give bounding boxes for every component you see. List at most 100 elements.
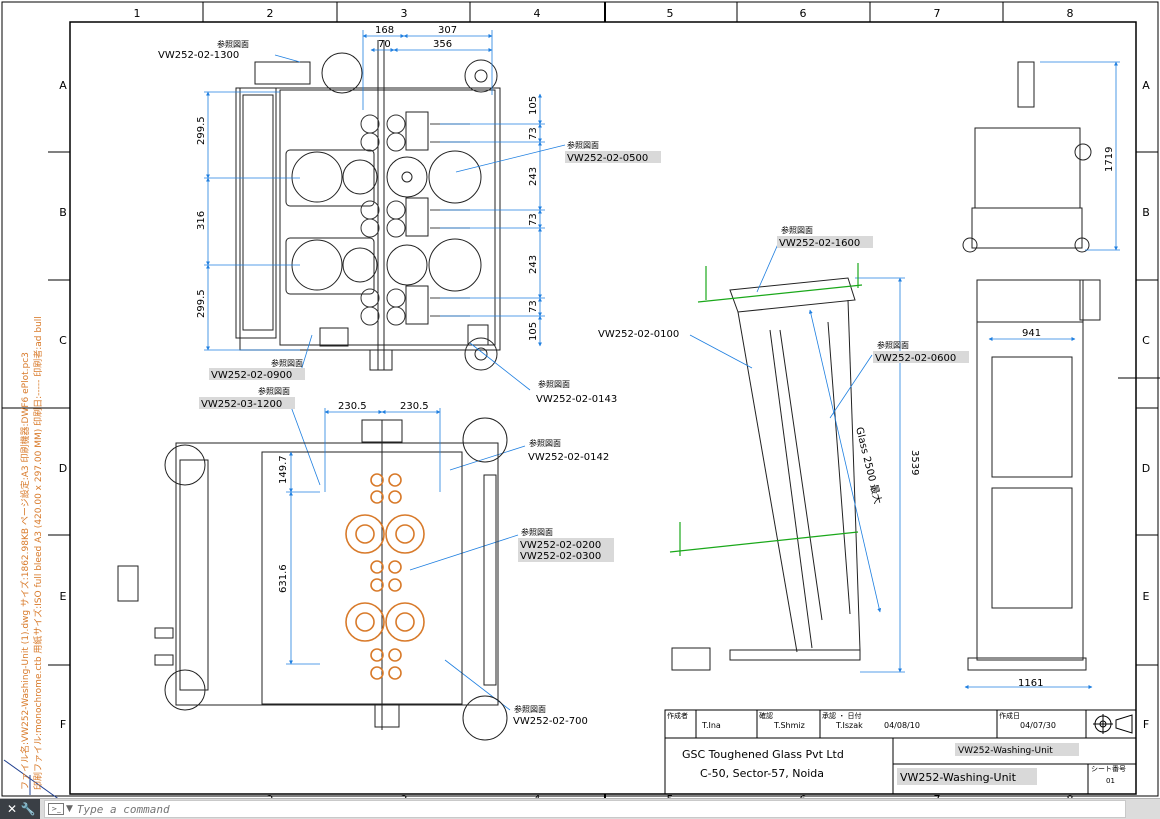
grid-row-b: B xyxy=(59,206,67,219)
ref-label-1300: 参照図面 xyxy=(217,39,249,49)
ref-label-700: 参照図面 xyxy=(514,704,546,714)
side-view-green-marks xyxy=(669,263,863,556)
dim-105a: 105 xyxy=(528,96,539,115)
corner-marker-icon xyxy=(3,759,61,801)
drawing-name: VW252-Washing-Unit xyxy=(900,771,1017,784)
ref-label-0200: 参照図面 xyxy=(521,527,553,537)
dim-316: 316 xyxy=(196,211,207,230)
dim-73c: 73 xyxy=(528,300,539,313)
ref-0600: VW252-02-0600 xyxy=(875,353,956,364)
ref-1300: VW252-02-1300 xyxy=(158,50,239,61)
ref-0100: VW252-02-0100 xyxy=(598,329,679,340)
dim-73b: 73 xyxy=(528,213,539,226)
dim-73a: 73 xyxy=(528,127,539,140)
grid-row-a-right: A xyxy=(1142,79,1150,92)
ref-0143: VW252-02-0143 xyxy=(536,394,617,405)
plot-info-line1: ファイル名:VW252-Washing-Unit (1).dwg サイズ:186… xyxy=(19,352,31,790)
ref-label-0142: 参照図面 xyxy=(529,438,561,448)
ref-label-0600: 参照図面 xyxy=(877,340,909,350)
dim-149-7: 149.7 xyxy=(278,455,289,484)
title-block xyxy=(664,709,1137,795)
dim-299-5b: 299.5 xyxy=(196,289,207,318)
grid-row-e-right: E xyxy=(1143,590,1150,603)
command-input[interactable] xyxy=(76,802,977,816)
reference-labels: 参照図面 VW252-02-1300 参照図面 VW252-02-0500 参照… xyxy=(158,39,969,727)
grid-col-8: 8 xyxy=(1067,7,1074,20)
sheet-number: 01 xyxy=(1106,777,1115,785)
grid-row-d-right: D xyxy=(1142,462,1150,475)
close-icon[interactable]: ✕ xyxy=(6,802,18,816)
customize-wrench-icon[interactable]: 🔧 xyxy=(20,802,36,816)
right-elevation-dim-text: 1719 941 1161 xyxy=(1018,147,1115,689)
right-top-elevation xyxy=(962,61,1092,253)
ref-0500: VW252-02-0500 xyxy=(567,153,648,164)
bottom-view-dim-text: 230.5 230.5 149.7 631.6 xyxy=(278,401,429,593)
ref-label-0143: 参照図面 xyxy=(538,379,570,389)
command-line-bar: ✕ 🔧 >_ ▼ xyxy=(0,798,1160,819)
grid-row-f: F xyxy=(60,718,66,731)
ref-label-1200: 参照図面 xyxy=(258,386,290,396)
plot-info-sidebar: ファイル名:VW252-Washing-Unit (1).dwg サイズ:186… xyxy=(19,316,44,790)
dim-631-6: 631.6 xyxy=(278,564,289,593)
top-plan-view xyxy=(235,40,501,371)
command-input-wrapper: >_ ▼ xyxy=(44,800,1126,818)
ref-1200: VW252-03-1200 xyxy=(201,399,282,410)
right-elevation-dims xyxy=(964,61,1120,689)
grid-col-6: 6 xyxy=(800,7,807,20)
top-view-dimensions xyxy=(204,30,566,711)
bottom-view-highlight xyxy=(345,473,425,680)
approved-label: 承認 ・ 日付 xyxy=(822,711,861,720)
dim-168: 168 xyxy=(375,25,394,36)
grid-row-f-right: F xyxy=(1143,718,1149,731)
approved-date: 04/08/10 xyxy=(884,721,920,730)
dim-70: 70 xyxy=(378,39,391,50)
glass-dim: Glass 2500 最大 xyxy=(853,426,885,506)
ref-1600: VW252-02-1600 xyxy=(779,238,860,249)
grid-col-5: 5 xyxy=(667,7,674,20)
plot-info-line2: 印刷ファイル:monochrome.ctb 用紙サイズ:ISO full ble… xyxy=(32,316,44,790)
dim-243a: 243 xyxy=(528,167,539,186)
bottom-view-dims xyxy=(286,408,441,665)
company-line2: C-50, Sector-57, Noida xyxy=(700,767,824,780)
dim-356: 356 xyxy=(433,39,452,50)
grid-row-b-right: B xyxy=(1142,206,1150,219)
ref-700: VW252-02-700 xyxy=(513,716,588,727)
dim-1161: 1161 xyxy=(1018,678,1043,689)
grid-row-labels: A B C D E F A B C D E F xyxy=(59,79,1150,731)
grid-row-e: E xyxy=(60,590,67,603)
grid-col-4: 4 xyxy=(534,7,541,20)
approved-name: T.Iszak xyxy=(835,721,863,730)
grid-col-1: 1 xyxy=(134,7,141,20)
drawing-title: VW252-Washing-Unit xyxy=(958,746,1053,756)
checked-name: T.Shmiz xyxy=(773,721,805,730)
dim-243b: 243 xyxy=(528,255,539,274)
projection-symbol-icon xyxy=(1093,714,1133,734)
dim-307: 307 xyxy=(438,25,457,36)
ref-0200: VW252-02-0200 xyxy=(520,540,601,551)
grid-row-c: C xyxy=(59,334,67,347)
ref-0300: VW252-02-0300 xyxy=(520,551,601,562)
grid-col-3: 3 xyxy=(401,7,408,20)
top-view-dim-text: 168 307 70 356 299.5 316 299.5 105 73 24… xyxy=(196,25,539,341)
grid-ticks xyxy=(48,2,1158,666)
checked-label: 確認 xyxy=(759,711,773,720)
dim-230-5b: 230.5 xyxy=(400,401,429,412)
side-view xyxy=(671,277,861,671)
chevron-down-icon[interactable]: ▼ xyxy=(66,804,73,814)
ref-label-0900: 参照図面 xyxy=(271,358,303,368)
dim-105b: 105 xyxy=(528,322,539,341)
side-view-dim-text: 3539 Glass 2500 最大 xyxy=(853,426,920,506)
command-prompt-icon[interactable]: >_ xyxy=(48,803,64,815)
side-view-dims xyxy=(689,243,905,673)
dim-1719: 1719 xyxy=(1104,147,1115,172)
drawing-frame xyxy=(1,1,1159,798)
dim-941: 941 xyxy=(1022,328,1041,339)
dim-3539: 3539 xyxy=(909,450,920,475)
command-line-tools: ✕ 🔧 xyxy=(0,799,40,819)
ref-0142: VW252-02-0142 xyxy=(528,452,609,463)
dim-230-5a: 230.5 xyxy=(338,401,367,412)
created-label: 作成日 xyxy=(999,711,1020,720)
ref-0900: VW252-02-0900 xyxy=(211,370,292,381)
company-line1: GSC Toughened Glass Pvt Ltd xyxy=(682,748,844,761)
